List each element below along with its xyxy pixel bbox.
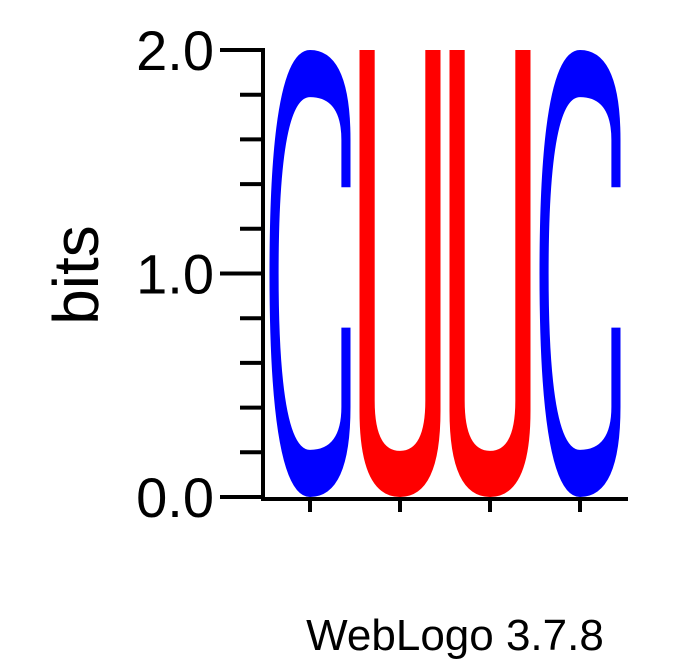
y-tick-label: 0.0 xyxy=(136,466,214,529)
y-axis-title: bits xyxy=(40,225,112,325)
logo-letter-u-pos3 xyxy=(449,50,531,498)
logo-letter-c-pos4 xyxy=(539,50,621,498)
logo-letter-u-pos2 xyxy=(359,50,441,498)
logo-letters xyxy=(269,50,621,498)
y-axis: 0.0 1.0 2.0 xyxy=(136,19,265,529)
y-tick-label: 2.0 xyxy=(136,19,214,82)
y-tick-label: 1.0 xyxy=(136,243,214,306)
x-axis xyxy=(261,497,628,512)
weblogo-credit: WebLogo 3.7.8 xyxy=(306,611,604,660)
logo-letter-c-pos1 xyxy=(269,50,351,498)
